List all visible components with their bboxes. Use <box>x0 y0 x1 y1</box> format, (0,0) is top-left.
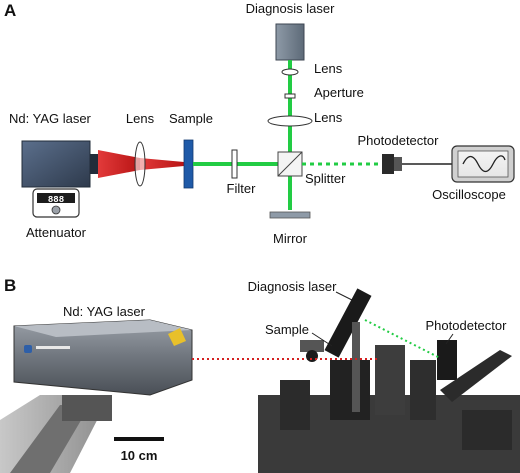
photodetector-leader <box>445 333 454 345</box>
lens-top-label: Lens <box>314 61 343 76</box>
photodetector-body <box>394 157 402 171</box>
filter-label: Filter <box>227 181 257 196</box>
sample-label: Sample <box>169 111 213 126</box>
scale-bar <box>114 437 164 441</box>
photodetector-photo-label: Photodetector <box>426 318 508 333</box>
stage-5 <box>462 410 512 450</box>
lens-mid <box>267 115 313 127</box>
diagnosis-laser-photo-label: Diagnosis laser <box>248 279 338 294</box>
panel-b: B Nd: YAG laser Diagnosis laser Sample <box>0 276 520 473</box>
stage-1 <box>280 380 310 430</box>
laser-warning-label <box>168 328 186 346</box>
stage-3 <box>375 345 405 415</box>
probe-beam-vertical <box>288 60 292 210</box>
panel-a: A Diagnosis laser Lens Aperture Lens Mir… <box>4 1 515 246</box>
sample-leader <box>311 332 333 347</box>
sample-mount <box>306 350 318 362</box>
filter <box>231 149 238 179</box>
stage-2 <box>330 360 370 420</box>
attenuator-display <box>37 193 75 203</box>
diagnosis-laser-label: Diagnosis laser <box>246 1 336 16</box>
splitter-label: Splitter <box>305 171 346 186</box>
post-1 <box>352 322 360 412</box>
attenuator-label: Attenuator <box>26 225 87 240</box>
attenuator-readout: 888 <box>48 195 64 205</box>
aperture <box>284 93 296 99</box>
mirror <box>269 211 311 219</box>
rail-groove <box>10 405 90 473</box>
pump-beam-focus <box>140 158 184 170</box>
diagnosis-laser-leader <box>335 291 353 301</box>
yag-laser-photo-label: Nd: YAG laser <box>63 304 146 319</box>
lens-left <box>134 141 146 187</box>
aperture-label: Aperture <box>314 85 364 100</box>
yag-laser-aperture <box>90 154 98 174</box>
lens-mid-label: Lens <box>314 110 343 125</box>
oscilloscope-label: Oscilloscope <box>432 187 506 202</box>
probe-beam-photo <box>364 319 441 359</box>
mirror-label: Mirror <box>273 231 308 246</box>
yag-brand-text <box>36 346 70 349</box>
laser-mount <box>62 395 112 421</box>
yag-laser-label: Nd: YAG laser <box>9 111 92 126</box>
scale-bar-label: 10 cm <box>121 448 158 463</box>
detector-arm <box>440 350 512 402</box>
stage-4 <box>410 360 436 420</box>
lens-left-label: Lens <box>126 111 155 126</box>
photodetector-photo <box>437 340 457 380</box>
photodetector-head <box>382 154 394 174</box>
oscilloscope-wave <box>462 155 506 173</box>
diagnosis-laser-photo <box>324 288 372 358</box>
attenuator-knob <box>51 205 61 215</box>
photodetector-label: Photodetector <box>358 133 440 148</box>
yag-laser-box <box>21 140 91 188</box>
panel-b-letter: B <box>4 276 16 295</box>
panel-a-letter: A <box>4 1 16 20</box>
sample-photo-label: Sample <box>265 322 309 337</box>
splitter-diagonal <box>277 151 303 177</box>
pump-beam-in <box>98 150 140 178</box>
sample <box>183 139 194 189</box>
yag-brand-logo <box>24 345 32 353</box>
oscilloscope-screen <box>457 150 509 178</box>
yag-laser-top <box>14 320 192 337</box>
sample-holder <box>300 340 324 352</box>
lens-top <box>281 68 299 76</box>
diagnosis-laser-box <box>275 23 305 61</box>
